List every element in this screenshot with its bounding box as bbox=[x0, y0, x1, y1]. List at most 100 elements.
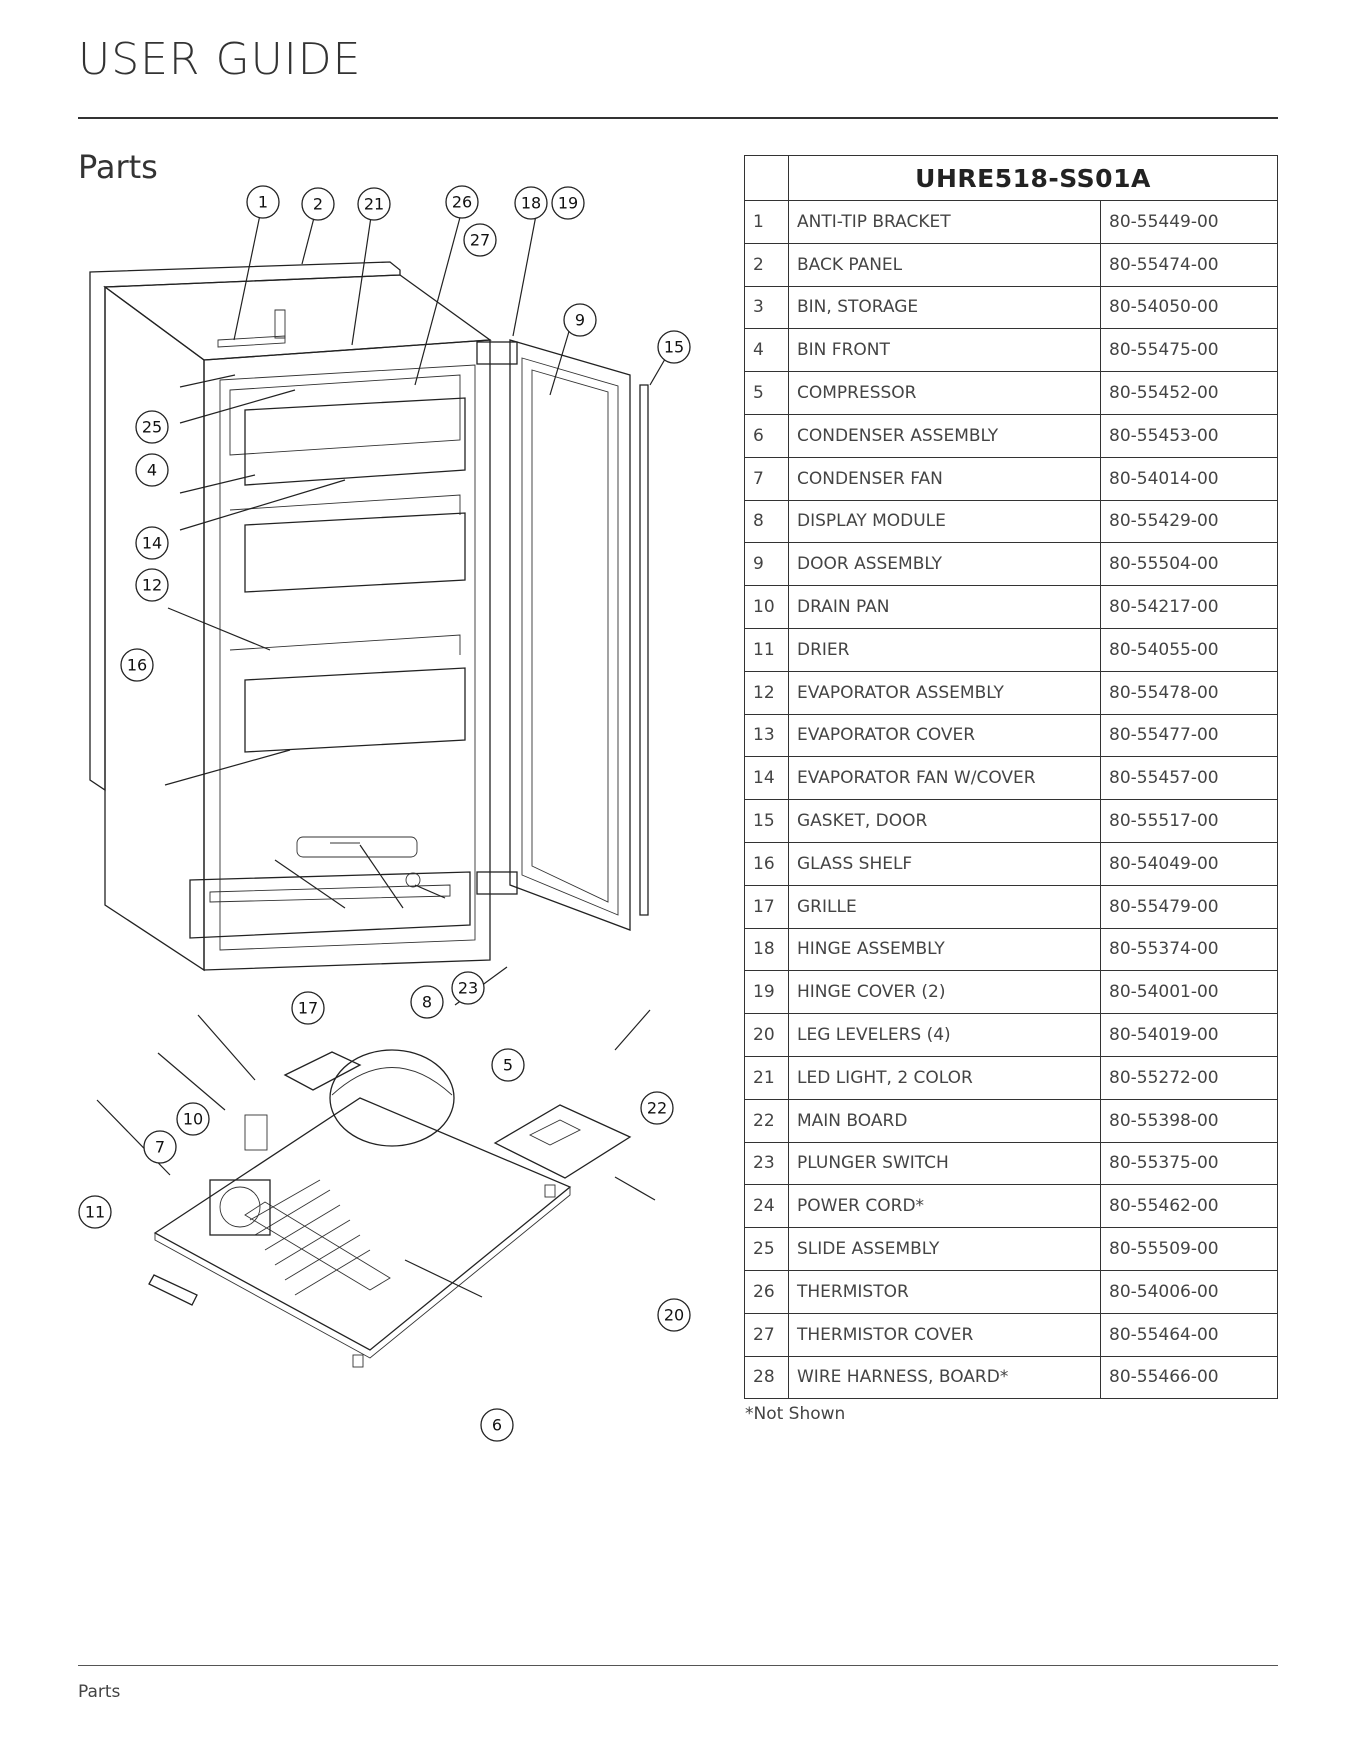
part-name: EVAPORATOR ASSEMBLY bbox=[788, 670, 1101, 715]
part-number: 80-54049-00 bbox=[1100, 841, 1278, 886]
callout-2: 2 bbox=[301, 187, 335, 221]
svg-text:2: 2 bbox=[313, 195, 323, 214]
part-number-index: 13 bbox=[744, 713, 789, 758]
part-name: BACK PANEL bbox=[788, 242, 1101, 287]
callout-25: 25 bbox=[135, 410, 169, 444]
part-number: 80-55453-00 bbox=[1100, 413, 1278, 458]
part-number: 80-55429-00 bbox=[1100, 499, 1278, 544]
part-number-index: 16 bbox=[744, 841, 789, 886]
part-name: BIN, STORAGE bbox=[788, 285, 1101, 330]
part-name: LED LIGHT, 2 COLOR bbox=[788, 1055, 1101, 1100]
part-name: DISPLAY MODULE bbox=[788, 499, 1101, 544]
part-number: 80-55375-00 bbox=[1100, 1141, 1278, 1186]
footnote: *Not Shown bbox=[745, 1404, 846, 1424]
callout-14: 14 bbox=[135, 526, 169, 560]
header-divider bbox=[78, 117, 1278, 119]
part-number-index: 17 bbox=[744, 884, 789, 929]
part-number: 80-54001-00 bbox=[1100, 970, 1278, 1015]
svg-text:26: 26 bbox=[452, 193, 472, 212]
callout-22: 22 bbox=[640, 1091, 674, 1125]
page-header-title: USER GUIDE bbox=[78, 34, 362, 85]
part-number: 80-55478-00 bbox=[1100, 670, 1278, 715]
part-number-index: 3 bbox=[744, 285, 789, 330]
callout-23: 23 bbox=[451, 971, 485, 1005]
parts-exploded-diagram: 1 2 21 26 27 18 19 9 15 25 4 14 12 16 17… bbox=[78, 185, 691, 1442]
callout-6: 6 bbox=[480, 1408, 514, 1442]
svg-text:7: 7 bbox=[155, 1138, 165, 1157]
part-number-index: 10 bbox=[744, 585, 789, 629]
svg-text:15: 15 bbox=[664, 338, 684, 357]
part-name: DRIER bbox=[788, 627, 1101, 672]
part-number: 80-55475-00 bbox=[1100, 328, 1278, 373]
part-number: 80-55479-00 bbox=[1100, 884, 1278, 929]
svg-text:1: 1 bbox=[258, 193, 268, 212]
part-number-index: 26 bbox=[744, 1269, 789, 1314]
part-number: 80-55452-00 bbox=[1100, 371, 1278, 415]
part-number-index: 7 bbox=[744, 456, 789, 501]
callout-7: 7 bbox=[143, 1130, 177, 1164]
callout-group: 1 2 21 26 27 18 19 9 15 25 4 14 12 16 17… bbox=[78, 185, 691, 1442]
part-name: THERMISTOR bbox=[788, 1269, 1101, 1314]
part-name: GLASS SHELF bbox=[788, 841, 1101, 886]
callout-17: 17 bbox=[291, 991, 325, 1025]
part-number-index: 20 bbox=[744, 1013, 789, 1057]
callout-5: 5 bbox=[491, 1048, 525, 1082]
svg-text:22: 22 bbox=[647, 1099, 667, 1118]
part-name: COMPRESSOR bbox=[788, 371, 1101, 415]
part-number-index: 27 bbox=[744, 1312, 789, 1357]
part-name: THERMISTOR COVER bbox=[788, 1312, 1101, 1357]
part-number-index: 14 bbox=[744, 756, 789, 801]
part-number: 80-54055-00 bbox=[1100, 627, 1278, 672]
svg-text:16: 16 bbox=[127, 656, 147, 675]
part-number: 80-55509-00 bbox=[1100, 1227, 1278, 1271]
part-number-index: 8 bbox=[744, 499, 789, 544]
footer-section-label: Parts bbox=[78, 1682, 121, 1702]
section-title: Parts bbox=[78, 148, 158, 186]
part-name: ANTI-TIP BRACKET bbox=[788, 200, 1101, 244]
part-number: 80-55374-00 bbox=[1100, 927, 1278, 972]
callout-12: 12 bbox=[135, 568, 169, 602]
part-number-index: 5 bbox=[744, 371, 789, 415]
part-number-index: 25 bbox=[744, 1227, 789, 1271]
svg-text:18: 18 bbox=[521, 194, 541, 213]
leader-lines bbox=[96, 209, 673, 1298]
part-number: 80-55474-00 bbox=[1100, 242, 1278, 287]
svg-text:20: 20 bbox=[664, 1306, 684, 1325]
callout-9: 9 bbox=[563, 303, 597, 337]
part-number-index: 11 bbox=[744, 627, 789, 672]
part-number: 80-55272-00 bbox=[1100, 1055, 1278, 1100]
part-name: PLUNGER SWITCH bbox=[788, 1141, 1101, 1186]
machine-compartment-drawing bbox=[148, 1049, 632, 1368]
callout-21: 21 bbox=[357, 187, 391, 221]
svg-text:23: 23 bbox=[458, 979, 478, 998]
part-name: GRILLE bbox=[788, 884, 1101, 929]
svg-text:21: 21 bbox=[364, 195, 384, 214]
callout-16: 16 bbox=[120, 648, 154, 682]
part-name: EVAPORATOR COVER bbox=[788, 713, 1101, 758]
cabinet-drawing bbox=[89, 261, 649, 972]
svg-text:4: 4 bbox=[147, 461, 157, 480]
callout-20: 20 bbox=[657, 1298, 691, 1332]
part-name: LEG LEVELERS (4) bbox=[788, 1013, 1101, 1057]
callout-4: 4 bbox=[135, 453, 169, 487]
part-number: 80-55398-00 bbox=[1100, 1098, 1278, 1143]
part-number: 80-55449-00 bbox=[1100, 200, 1278, 244]
part-number-index: 6 bbox=[744, 413, 789, 458]
part-number: 80-55504-00 bbox=[1100, 542, 1278, 587]
svg-text:17: 17 bbox=[298, 999, 318, 1018]
